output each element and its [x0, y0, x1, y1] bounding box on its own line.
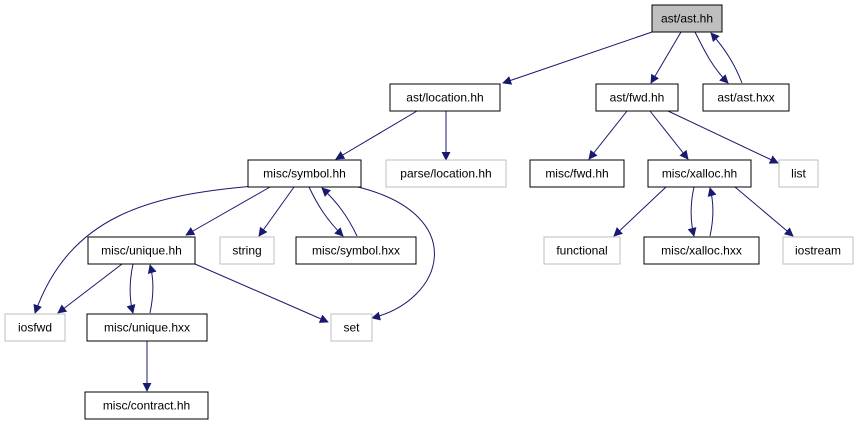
edge-symbol-hh-to-string	[258, 186, 295, 237]
node-label: set	[343, 321, 360, 335]
node-label: misc/unique.hh	[101, 244, 182, 258]
node-misc-xalloc-hh[interactable]: misc/xalloc.hh	[647, 159, 752, 188]
node-label: misc/xalloc.hh	[662, 167, 737, 181]
node-label: functional	[556, 244, 607, 258]
edge-ast-hh-to-fwd-hh	[650, 31, 682, 84]
node-label: misc/fwd.hh	[545, 167, 608, 181]
node-label: misc/symbol.hh	[263, 167, 346, 181]
node-misc-fwd-hh[interactable]: misc/fwd.hh	[529, 159, 625, 188]
edge-unique-hh-to-iosfwd	[57, 263, 123, 314]
edge-unique-hh-to-set	[194, 263, 329, 323]
edge-xalloc-hh-to-iostream	[734, 186, 794, 237]
edge-unique-hxx-to-unique-hh	[147, 264, 157, 314]
node-iostream[interactable]: iostream	[782, 236, 854, 265]
edge-fwd-hh-to-misc-fwd-hh	[588, 110, 628, 160]
edge-symbol-hxx-to-symbol-hh	[321, 187, 358, 237]
edge-unique-hh-to-unique-hxx	[126, 263, 136, 314]
graph-nodes: ast/ast.hh ast/location.hh ast/fwd.hh as…	[4, 4, 854, 420]
edge-location-hh-to-symbol-hh	[335, 110, 418, 160]
node-misc-unique-hxx[interactable]: misc/unique.hxx	[86, 313, 208, 342]
node-list[interactable]: list	[778, 159, 819, 188]
edge-xalloc-hh-to-functional	[613, 186, 667, 237]
node-label: ast/fwd.hh	[610, 91, 665, 105]
node-misc-unique-hh[interactable]: misc/unique.hh	[87, 236, 196, 265]
edge-fwd-hh-to-list	[667, 110, 779, 164]
node-functional[interactable]: functional	[543, 236, 621, 265]
edge-symbol-hh-to-unique-hh	[185, 186, 271, 236]
node-string[interactable]: string	[219, 236, 275, 265]
node-ast-fwd-hh[interactable]: ast/fwd.hh	[595, 83, 679, 112]
node-iosfwd[interactable]: iosfwd	[4, 313, 66, 342]
node-ast-location-hh[interactable]: ast/location.hh	[389, 83, 501, 112]
node-label: misc/xalloc.hxx	[661, 244, 742, 258]
node-misc-symbol-hxx[interactable]: misc/symbol.hxx	[295, 236, 417, 265]
edge-symbol-hh-to-set	[357, 186, 435, 321]
node-ast-ast-hxx[interactable]: ast/ast.hxx	[702, 83, 790, 112]
node-set[interactable]: set	[330, 313, 373, 342]
node-label: ast/ast.hxx	[717, 91, 774, 105]
edge-symbol-hh-to-iosfwd	[33, 185, 255, 314]
edge-xalloc-hh-to-xalloc-hxx	[687, 186, 697, 237]
node-label: misc/contract.hh	[103, 399, 190, 413]
node-ast-ast-hh[interactable]: ast/ast.hh	[651, 4, 723, 33]
node-label: string	[232, 244, 261, 258]
node-label: iostream	[795, 244, 841, 258]
edge-ast-hh-to-ast-hxx	[694, 31, 729, 84]
node-label: misc/symbol.hxx	[312, 244, 400, 258]
node-misc-symbol-hh[interactable]: misc/symbol.hh	[247, 159, 362, 188]
node-label: iosfwd	[18, 321, 52, 335]
edge-ast-hh-to-location-hh	[502, 31, 653, 85]
edge-xalloc-hxx-to-xalloc-hh	[707, 187, 717, 237]
edge-ast-hxx-to-ast-hh	[710, 32, 743, 84]
node-label: list	[791, 167, 806, 181]
node-label: parse/location.hh	[400, 167, 491, 181]
node-label: misc/unique.hxx	[104, 321, 190, 335]
node-misc-xalloc-hxx[interactable]: misc/xalloc.hxx	[643, 236, 760, 265]
node-label: ast/location.hh	[406, 91, 483, 105]
dependency-edges	[33, 31, 794, 392]
edge-symbol-hh-to-symbol-hxx	[308, 186, 344, 237]
node-misc-contract-hh[interactable]: misc/contract.hh	[84, 391, 209, 420]
edge-fwd-hh-to-xalloc-hh	[649, 110, 689, 160]
node-parse-location-hh[interactable]: parse/location.hh	[385, 159, 507, 188]
node-label: ast/ast.hh	[661, 12, 713, 26]
